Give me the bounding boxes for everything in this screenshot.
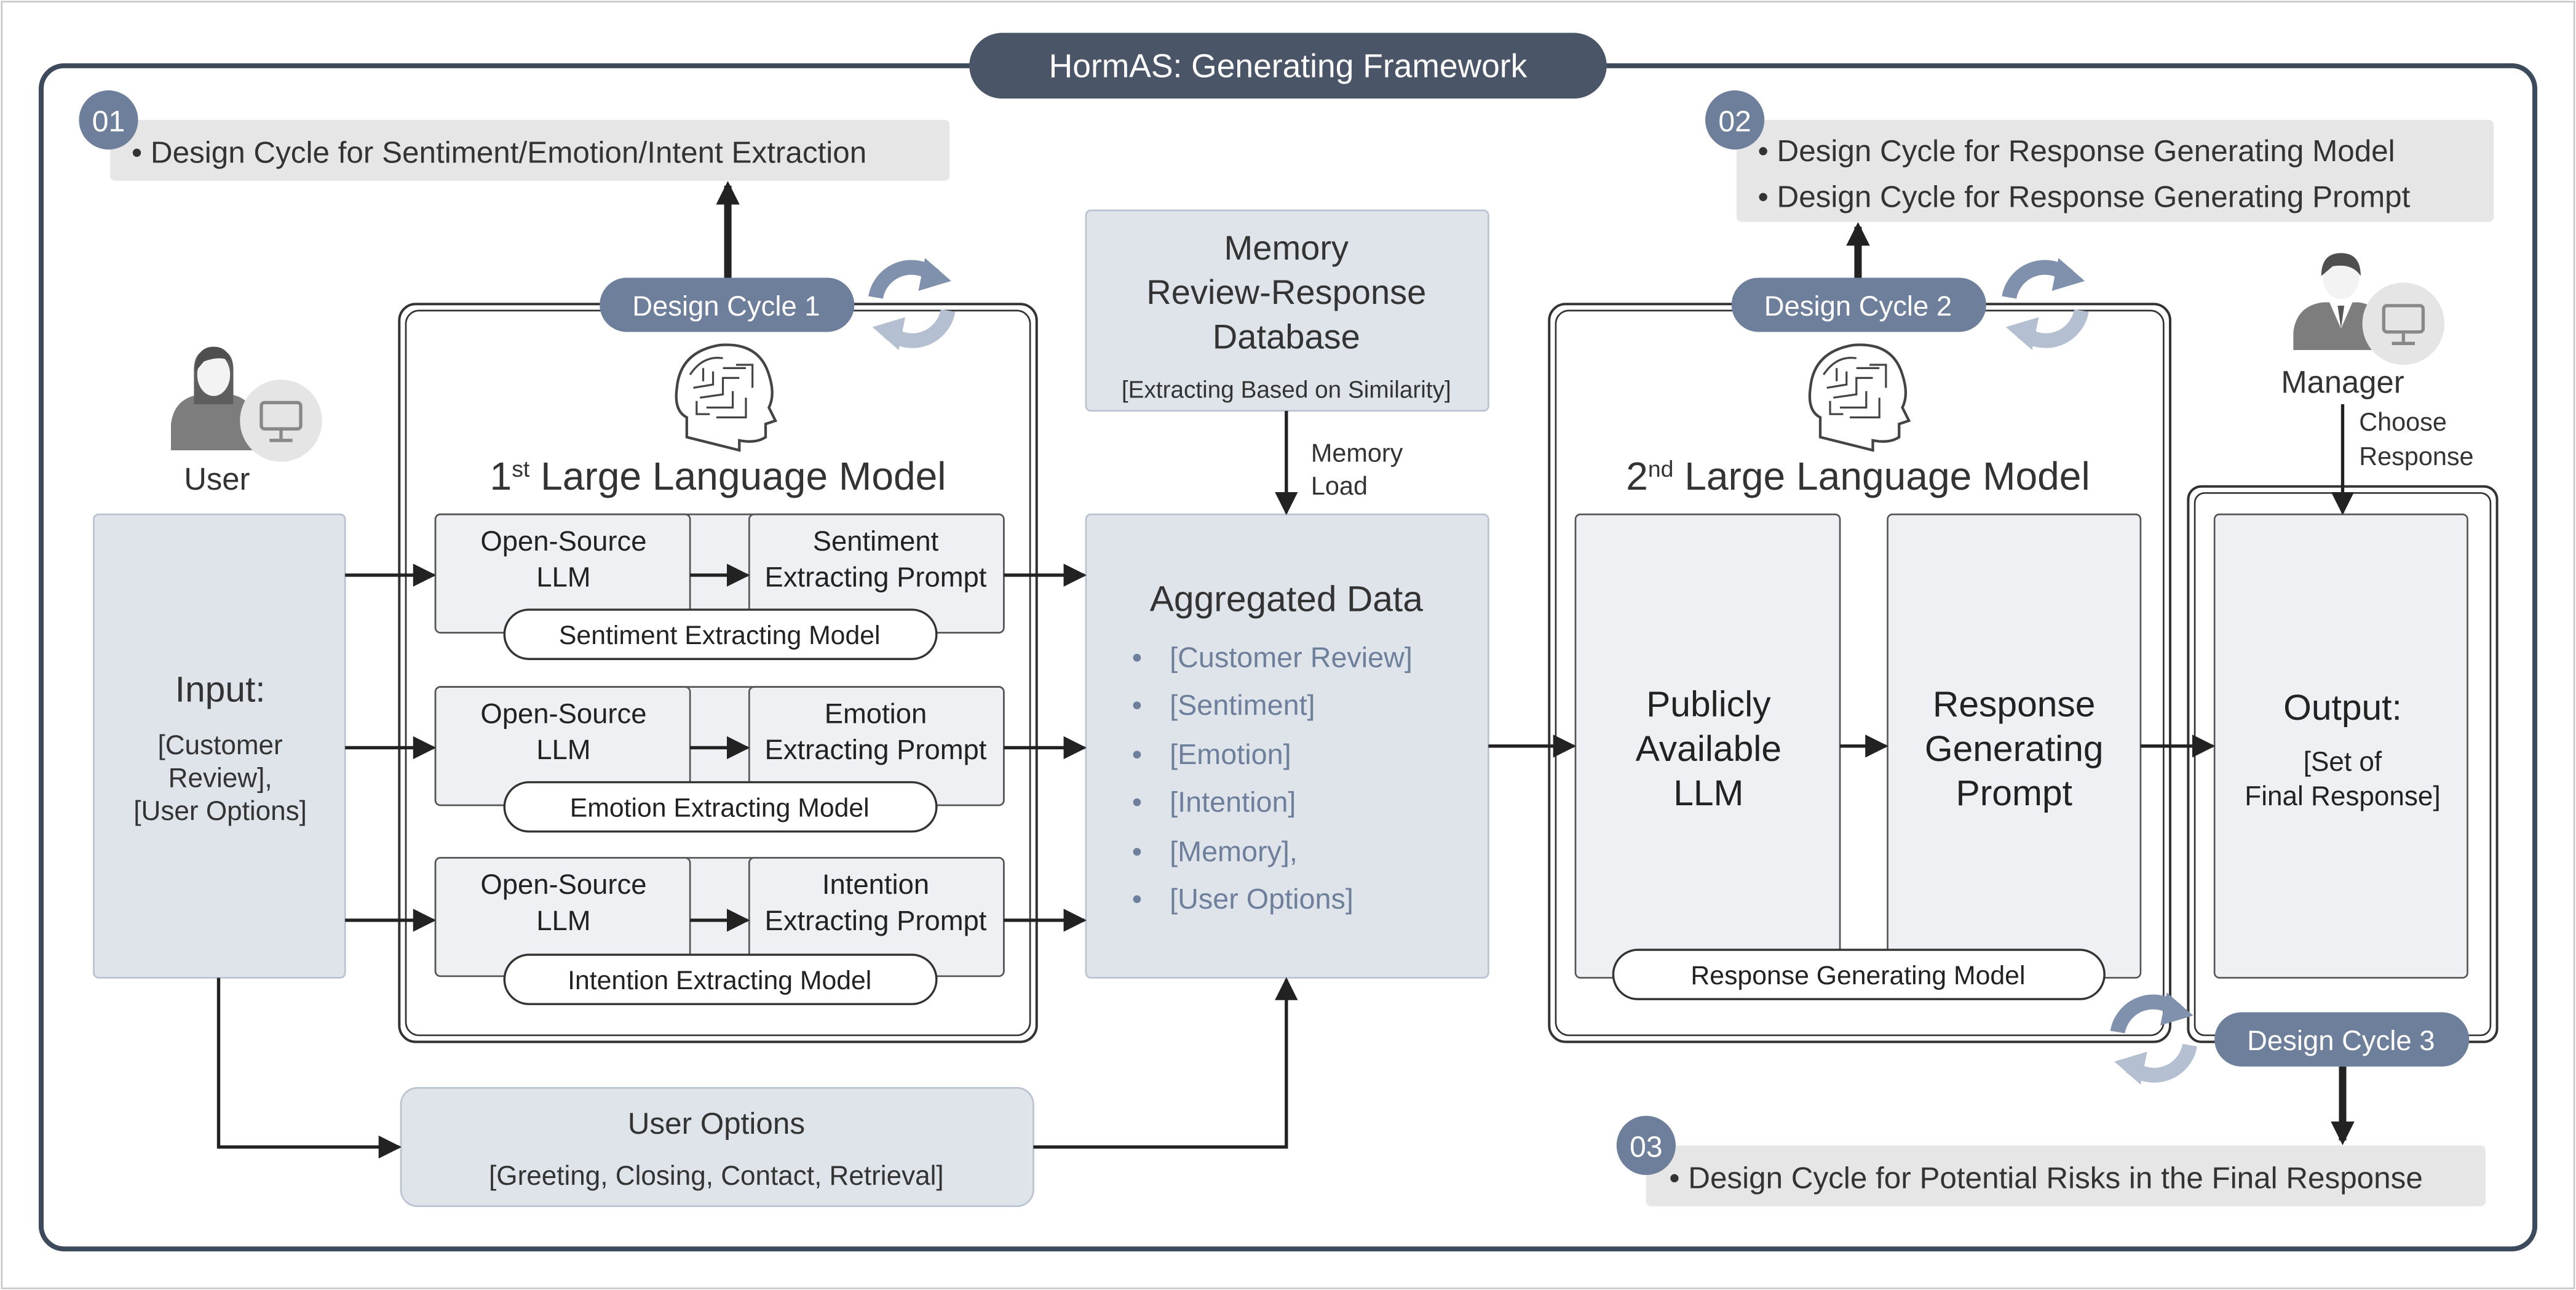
cycle-refresh-icon (2002, 258, 2089, 350)
llm2-prompt-line-3: Prompt (1956, 773, 2072, 813)
llm2-title: 2nd Large Language Model (1626, 454, 2090, 498)
response-generating-model-pill: Response Generating Model (1612, 949, 2106, 1000)
input-line-2: Review], (168, 763, 272, 794)
memory-line-3: Database (1213, 317, 1360, 356)
aggregated-bullet: • (1132, 786, 1142, 818)
badge-02-label: 02 (1718, 105, 1751, 138)
intention-prompt-line-1: Intention (822, 869, 929, 900)
memory-load-line-1: Memory (1311, 439, 1403, 468)
llm1-title: 1st Large Language Model (490, 454, 946, 498)
intention-prompt-line-2: Extracting Prompt (765, 905, 987, 936)
design-cycle-1-pill: Design Cycle 1 (600, 277, 855, 332)
memory-line-2: Review-Response (1146, 273, 1426, 311)
llm2-llm-line-3: LLM (1673, 773, 1743, 813)
sentiment-model-label: Sentiment Extracting Model (559, 621, 881, 650)
output-line-2: Final Response] (2245, 781, 2440, 811)
aggregated-heading: Aggregated Data (1150, 579, 1424, 619)
intention-model-label: Intention Extracting Model (568, 966, 871, 995)
aggregated-item: [Emotion] (1170, 738, 1291, 770)
input-heading: Input: (175, 670, 266, 710)
llm1-row-emotion: Open-Source LLM Emotion Extracting Promp… (434, 686, 1005, 833)
user-options-heading: User Options (628, 1107, 805, 1141)
response-model-label: Response Generating Model (1690, 961, 2025, 990)
cycle-refresh-icon (2110, 992, 2197, 1085)
aggregated-bullet: • (1132, 642, 1142, 674)
input-line-1: [Customer (158, 730, 283, 760)
diagram-title: HormAS: Generating Framework (1049, 49, 1528, 85)
llm1-row-intention: Open-Source LLM Intention Extracting Pro… (434, 857, 1005, 1005)
input-line-3: [User Options] (133, 796, 307, 826)
cycle-2-note-line-2: • Design Cycle for Response Generating P… (1758, 180, 2411, 214)
choose-line-1: Choose (2359, 408, 2447, 436)
aggregated-bullet: • (1132, 689, 1142, 721)
output-container: Output: [Set of Final Response] (2187, 485, 2499, 1043)
title-pill: HormAS: Generating Framework (969, 33, 1607, 99)
manager-label: Manager (2281, 364, 2404, 399)
emotion-llm-line-1: Open-Source (480, 698, 646, 729)
cycle-2-note-line-1: • Design Cycle for Response Generating M… (1758, 134, 2395, 168)
aggregated-bullet: • (1132, 835, 1142, 867)
design-cycle-1-note: • Design Cycle for Sentiment/Emotion/Int… (79, 90, 950, 181)
aggregated-data-box: Aggregated Data • [Customer Review] • [S… (1085, 513, 1489, 979)
emotion-llm-line-2: LLM (536, 734, 590, 765)
aggregated-bullet: • (1132, 738, 1142, 770)
design-cycle-3-note: • Design Cycle for Potential Risks in th… (1616, 1115, 2486, 1206)
user-label: User (184, 461, 250, 496)
intention-llm-line-1: Open-Source (480, 869, 646, 900)
user-with-monitor-icon (170, 346, 322, 462)
choose-line-2: Response (2359, 442, 2473, 471)
cycle-1-note-line: • Design Cycle for Sentiment/Emotion/Int… (132, 135, 866, 169)
response-generating-prompt-box: Response Generating Prompt (1887, 513, 2142, 979)
emotion-prompt-line-1: Emotion (825, 698, 927, 729)
aggregated-item: [Memory], (1170, 835, 1298, 867)
sentiment-llm-line-2: LLM (536, 562, 590, 593)
sentiment-prompt-line-2: Extracting Prompt (765, 562, 987, 593)
badge-03-label: 03 (1630, 1131, 1662, 1164)
output-line-1: [Set of (2304, 747, 2382, 777)
intention-llm-line-2: LLM (536, 905, 590, 936)
design-cycle-3-pill: Design Cycle 3 (2214, 1012, 2470, 1067)
cycle-feedback-arrows (716, 181, 2355, 1145)
publicly-available-llm-box: Publicly Available LLM (1574, 513, 1841, 979)
user-options-sub: [Greeting, Closing, Contact, Retrieval] (489, 1161, 944, 1191)
aggregated-item: [User Options] (1170, 883, 1353, 915)
brain-head-icon (1808, 343, 1911, 452)
design-cycle-2-note: • Design Cycle for Response Generating M… (1705, 90, 2494, 222)
memory-load-line-2: Load (1311, 472, 1368, 500)
emotion-model-label: Emotion Extracting Model (570, 794, 870, 823)
badge-03 (1616, 1115, 1676, 1176)
output-heading: Output: (2283, 688, 2402, 728)
memory-sub: [Extracting Based on Similarity] (1122, 376, 1451, 403)
emotion-prompt-line-2: Extracting Prompt (765, 734, 987, 765)
input-box: Input: [Customer Review], [User Options] (93, 513, 346, 979)
memory-line-1: Memory (1224, 228, 1349, 267)
aggregated-item: [Intention] (1170, 786, 1296, 818)
memory-database-box: Memory Review-Response Database [Extract… (1085, 209, 1489, 412)
design-cycle-3-label: Design Cycle 3 (2247, 1025, 2435, 1056)
llm2-llm-line-2: Available (1636, 729, 1781, 769)
llm1-row-sentiment: Open-Source LLM Sentiment Extracting Pro… (434, 513, 1005, 660)
sentiment-llm-line-1: Open-Source (480, 525, 646, 557)
design-cycle-2-label: Design Cycle 2 (1764, 290, 1952, 322)
cycle-3-note-line: • Design Cycle for Potential Risks in th… (1669, 1161, 2423, 1195)
llm2-prompt-line-2: Generating (1925, 729, 2104, 769)
llm2-prompt-line-1: Response (1933, 685, 2096, 725)
design-cycle-1-label: Design Cycle 1 (632, 290, 820, 322)
aggregated-item: [Customer Review] (1170, 642, 1413, 674)
sentiment-prompt-line-1: Sentiment (813, 525, 939, 557)
brain-head-icon (675, 343, 778, 452)
cycle-refresh-icon (868, 258, 956, 350)
badge-01 (79, 90, 138, 150)
aggregated-item: [Sentiment] (1170, 689, 1315, 721)
badge-02 (1705, 90, 1765, 150)
design-cycle-2-pill: Design Cycle 2 (1731, 277, 1986, 332)
aggregated-bullet: • (1132, 883, 1142, 915)
connector-arrows (216, 404, 2355, 1159)
user-options-box: User Options [Greeting, Closing, Contact… (400, 1087, 1034, 1208)
manager-with-monitor-icon (2293, 253, 2445, 365)
llm2-llm-line-1: Publicly (1646, 685, 1771, 725)
badge-01-label: 01 (92, 105, 125, 138)
